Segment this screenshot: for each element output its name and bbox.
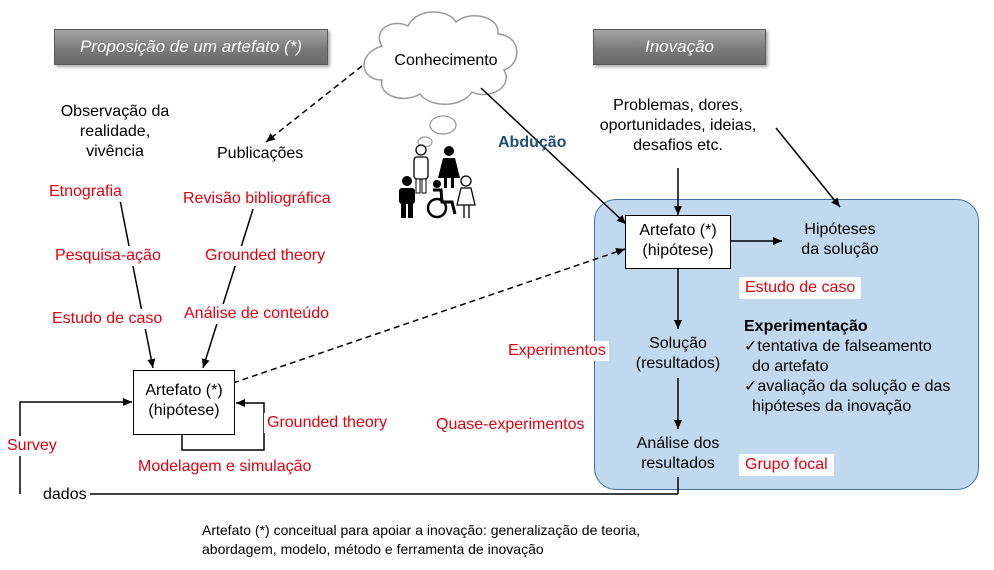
method-grounded-theory: Grounded theory <box>202 246 329 266</box>
method-case-study-right: Estudo de caso <box>739 277 862 299</box>
knowledge-cloud <box>363 11 518 148</box>
people-diversity-icon <box>399 144 476 219</box>
analysis-text: Análise dos resultados <box>636 435 720 472</box>
method-survey: Survey <box>4 436 60 456</box>
solution-text: Solução (resultados) <box>635 335 721 372</box>
method-content-analysis: Análise de conteúdo <box>181 304 332 324</box>
experimentation-item: ✓tentativa de falseamento <box>744 338 932 355</box>
artifact-box-right: Artefato (*) (hipótese) <box>625 215 731 269</box>
observation-text: Observação da realidade, vivência <box>60 103 170 160</box>
publications-text: Publicações <box>217 145 304 162</box>
method-action-research: Pesquisa-ação <box>52 246 164 266</box>
experimentation-item: do artefato <box>752 358 829 375</box>
dados-label: dados <box>40 485 90 505</box>
method-modeling-simulation: Modelagem e simulação <box>135 457 315 477</box>
proposition-banner: Proposição de um artefato (*) <box>54 29 328 65</box>
method-ethnography: Etnografia <box>46 182 125 202</box>
method-case-study: Estudo de caso <box>49 309 166 329</box>
innovation-banner: Inovação <box>593 29 766 65</box>
experimentation-title: Experimentação <box>744 318 868 335</box>
experimentation-item: hipóteses da inovação <box>752 398 912 415</box>
method-grounded-theory-loop: Grounded theory <box>264 413 391 433</box>
experimentation-list: Experimentação ✓tentativa de falseamento… <box>744 317 950 417</box>
method-literature-review: Revisão bibliográfica <box>180 189 334 209</box>
problems-text: Problemas, dores, oportunidades, ideias,… <box>599 97 757 154</box>
hypotheses-text: Hipóteses da solução <box>801 221 879 258</box>
experimentation-item: ✓avaliação da solução e das <box>744 378 951 395</box>
method-quasi-experiments: Quase-experimentos <box>433 415 588 435</box>
artifact-box-left: Artefato (*) (hipótese) <box>133 370 235 435</box>
knowledge-label: Conhecimento <box>394 52 498 69</box>
method-focus-group: Grupo focal <box>739 454 834 476</box>
abduction-label: Abdução <box>498 134 567 151</box>
footnote: Artefato (*) conceitual para apoiar a in… <box>202 522 641 557</box>
method-experiments: Experimentos <box>505 341 609 361</box>
